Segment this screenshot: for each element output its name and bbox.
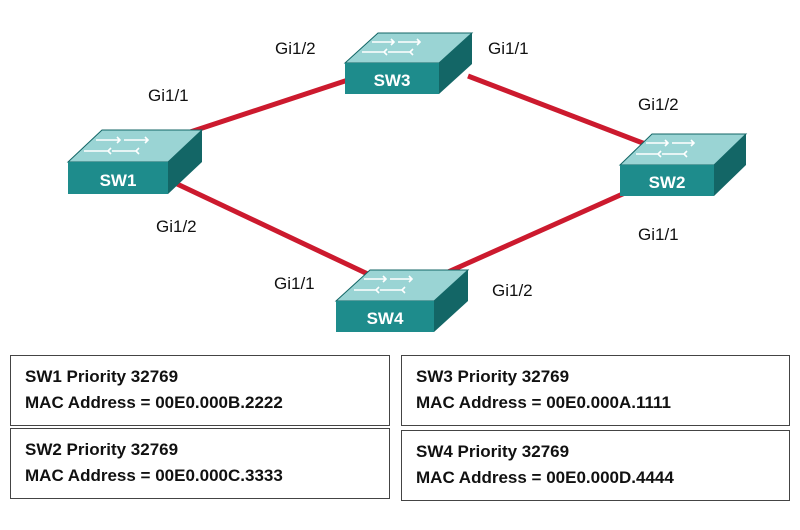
sw3-mac-text: MAC Address = 00E0.000A.1111 [416,393,671,412]
port-label-sw2-gi1-2: Gi1/2 [638,95,679,114]
switch-sw3-icon: SW3 [343,32,474,94]
port-label-sw4-gi1-2: Gi1/2 [492,281,533,300]
switch-sw4-label: SW4 [367,309,404,328]
link-sw1-sw3 [174,77,349,140]
sw4-mac-text: MAC Address = 00E0.000D.4444 [416,468,674,487]
port-label-sw3-gi1-2: Gi1/2 [275,39,316,58]
port-label-sw2-gi1-1: Gi1/1 [638,225,679,244]
link-sw1-sw4 [173,180,374,279]
sw3-priority-text: SW3 Priority 32769 [416,367,570,386]
link-sw4-sw2 [446,185,638,275]
sw4-priority-text: SW4 Priority 32769 [416,442,570,461]
sw1-mac-text: MAC Address = 00E0.000B.2222 [25,393,283,412]
port-label-sw4-gi1-1: Gi1/1 [274,274,315,293]
port-label-sw1-gi1-1: Gi1/1 [148,86,189,105]
switch-sw2-icon: SW2 [618,133,748,196]
port-label-sw3-gi1-1: Gi1/1 [488,39,529,58]
switch-sw4-icon: SW4 [334,269,470,332]
sw3-info-box: SW3 Priority 32769 MAC Address = 00E0.00… [401,355,790,426]
switch-sw2-label: SW2 [649,173,686,192]
sw1-info-box: SW1 Priority 32769 MAC Address = 00E0.00… [10,355,390,426]
port-label-sw1-gi1-2: Gi1/2 [156,217,197,236]
sw4-info-box: SW4 Priority 32769 MAC Address = 00E0.00… [401,430,790,501]
network-topology-diagram: SW3 SW1 SW2 SW4 Gi1/2 Gi1/1 Gi1/1 Gi1/2 … [66,32,748,332]
sw2-mac-text: MAC Address = 00E0.000C.3333 [25,466,283,485]
sw2-info-box: SW2 Priority 32769 MAC Address = 00E0.00… [10,428,390,499]
switch-sw1-icon: SW1 [66,129,204,194]
link-sw3-sw2 [467,73,649,148]
sw1-priority-text: SW1 Priority 32769 [25,367,179,386]
switch-sw3-label: SW3 [374,71,411,90]
switch-sw1-label: SW1 [100,171,137,190]
sw2-priority-text: SW2 Priority 32769 [25,440,179,459]
